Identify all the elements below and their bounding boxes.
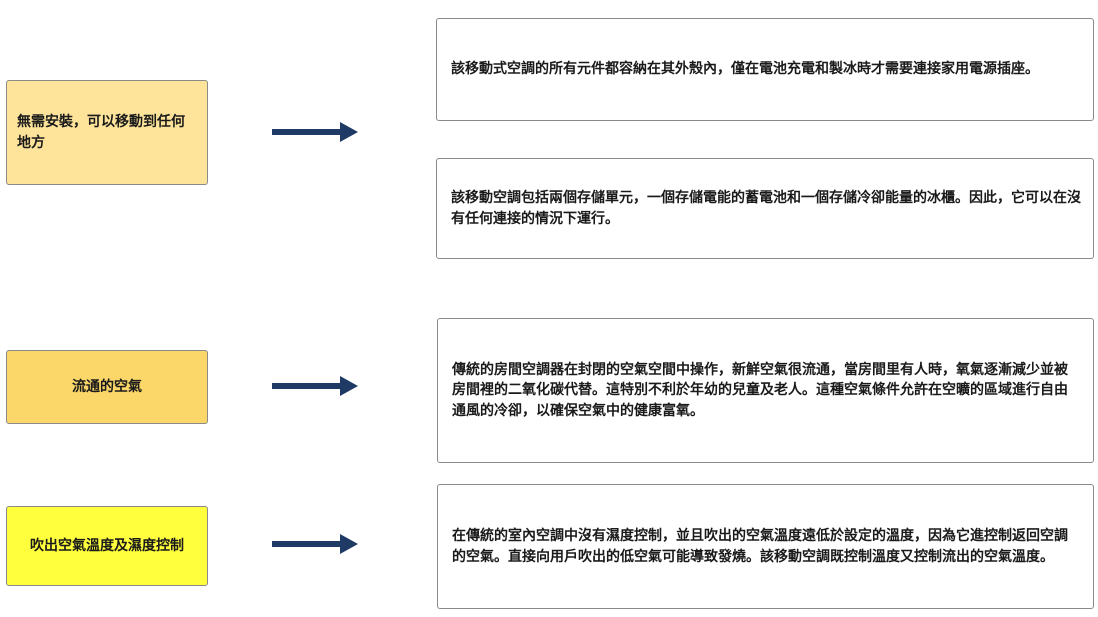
desc-text-temp-humidity: 在傳統的室內空調中沒有濕度控制，並且吹出的空氣溫度遠低於設定的溫度，因為它進控制… — [452, 528, 1068, 565]
label-text-temp-humidity: 吹出空氣溫度及濕度控制 — [30, 537, 184, 554]
label-text-air-circulation: 流通的空氣 — [72, 378, 142, 395]
label-box-air-circulation: 流通的空氣 — [6, 350, 208, 424]
arrow-right-icon — [272, 122, 358, 142]
arrow-right-icon — [272, 376, 358, 396]
label-box-temp-humidity: 吹出空氣溫度及濕度控制 — [6, 506, 208, 586]
label-text-portable: 無需安裝，可以移動到任何地方 — [17, 114, 185, 151]
desc-text-portable-2: 該移動空調包括兩個存儲單元，一個存儲電能的蓄電池和一個存儲冷卻能量的冰櫃。因此，… — [451, 190, 1081, 227]
desc-box-portable-1: 該移動式空調的所有元件都容納在其外殼內，僅在電池充電和製冰時才需要連接家用電源插… — [436, 18, 1094, 121]
label-box-portable: 無需安裝，可以移動到任何地方 — [6, 80, 208, 185]
desc-box-air-circulation: 傳統的房間空調器在封閉的空氣空間中操作，新鮮空氣很流通，當房間里有人時，氧氣逐漸… — [437, 318, 1094, 463]
arrow-right-icon — [272, 534, 358, 554]
desc-box-temp-humidity: 在傳統的室內空調中沒有濕度控制，並且吹出的空氣溫度遠低於設定的溫度，因為它進控制… — [437, 484, 1094, 609]
desc-text-air-circulation: 傳統的房間空調器在封閉的空氣空間中操作，新鮮空氣很流通，當房間里有人時，氧氣逐漸… — [452, 362, 1068, 419]
desc-box-portable-2: 該移動空調包括兩個存儲單元，一個存儲電能的蓄電池和一個存儲冷卻能量的冰櫃。因此，… — [436, 158, 1094, 259]
desc-text-portable-1: 該移動式空調的所有元件都容納在其外殼內，僅在電池充電和製冰時才需要連接家用電源插… — [451, 61, 1039, 78]
